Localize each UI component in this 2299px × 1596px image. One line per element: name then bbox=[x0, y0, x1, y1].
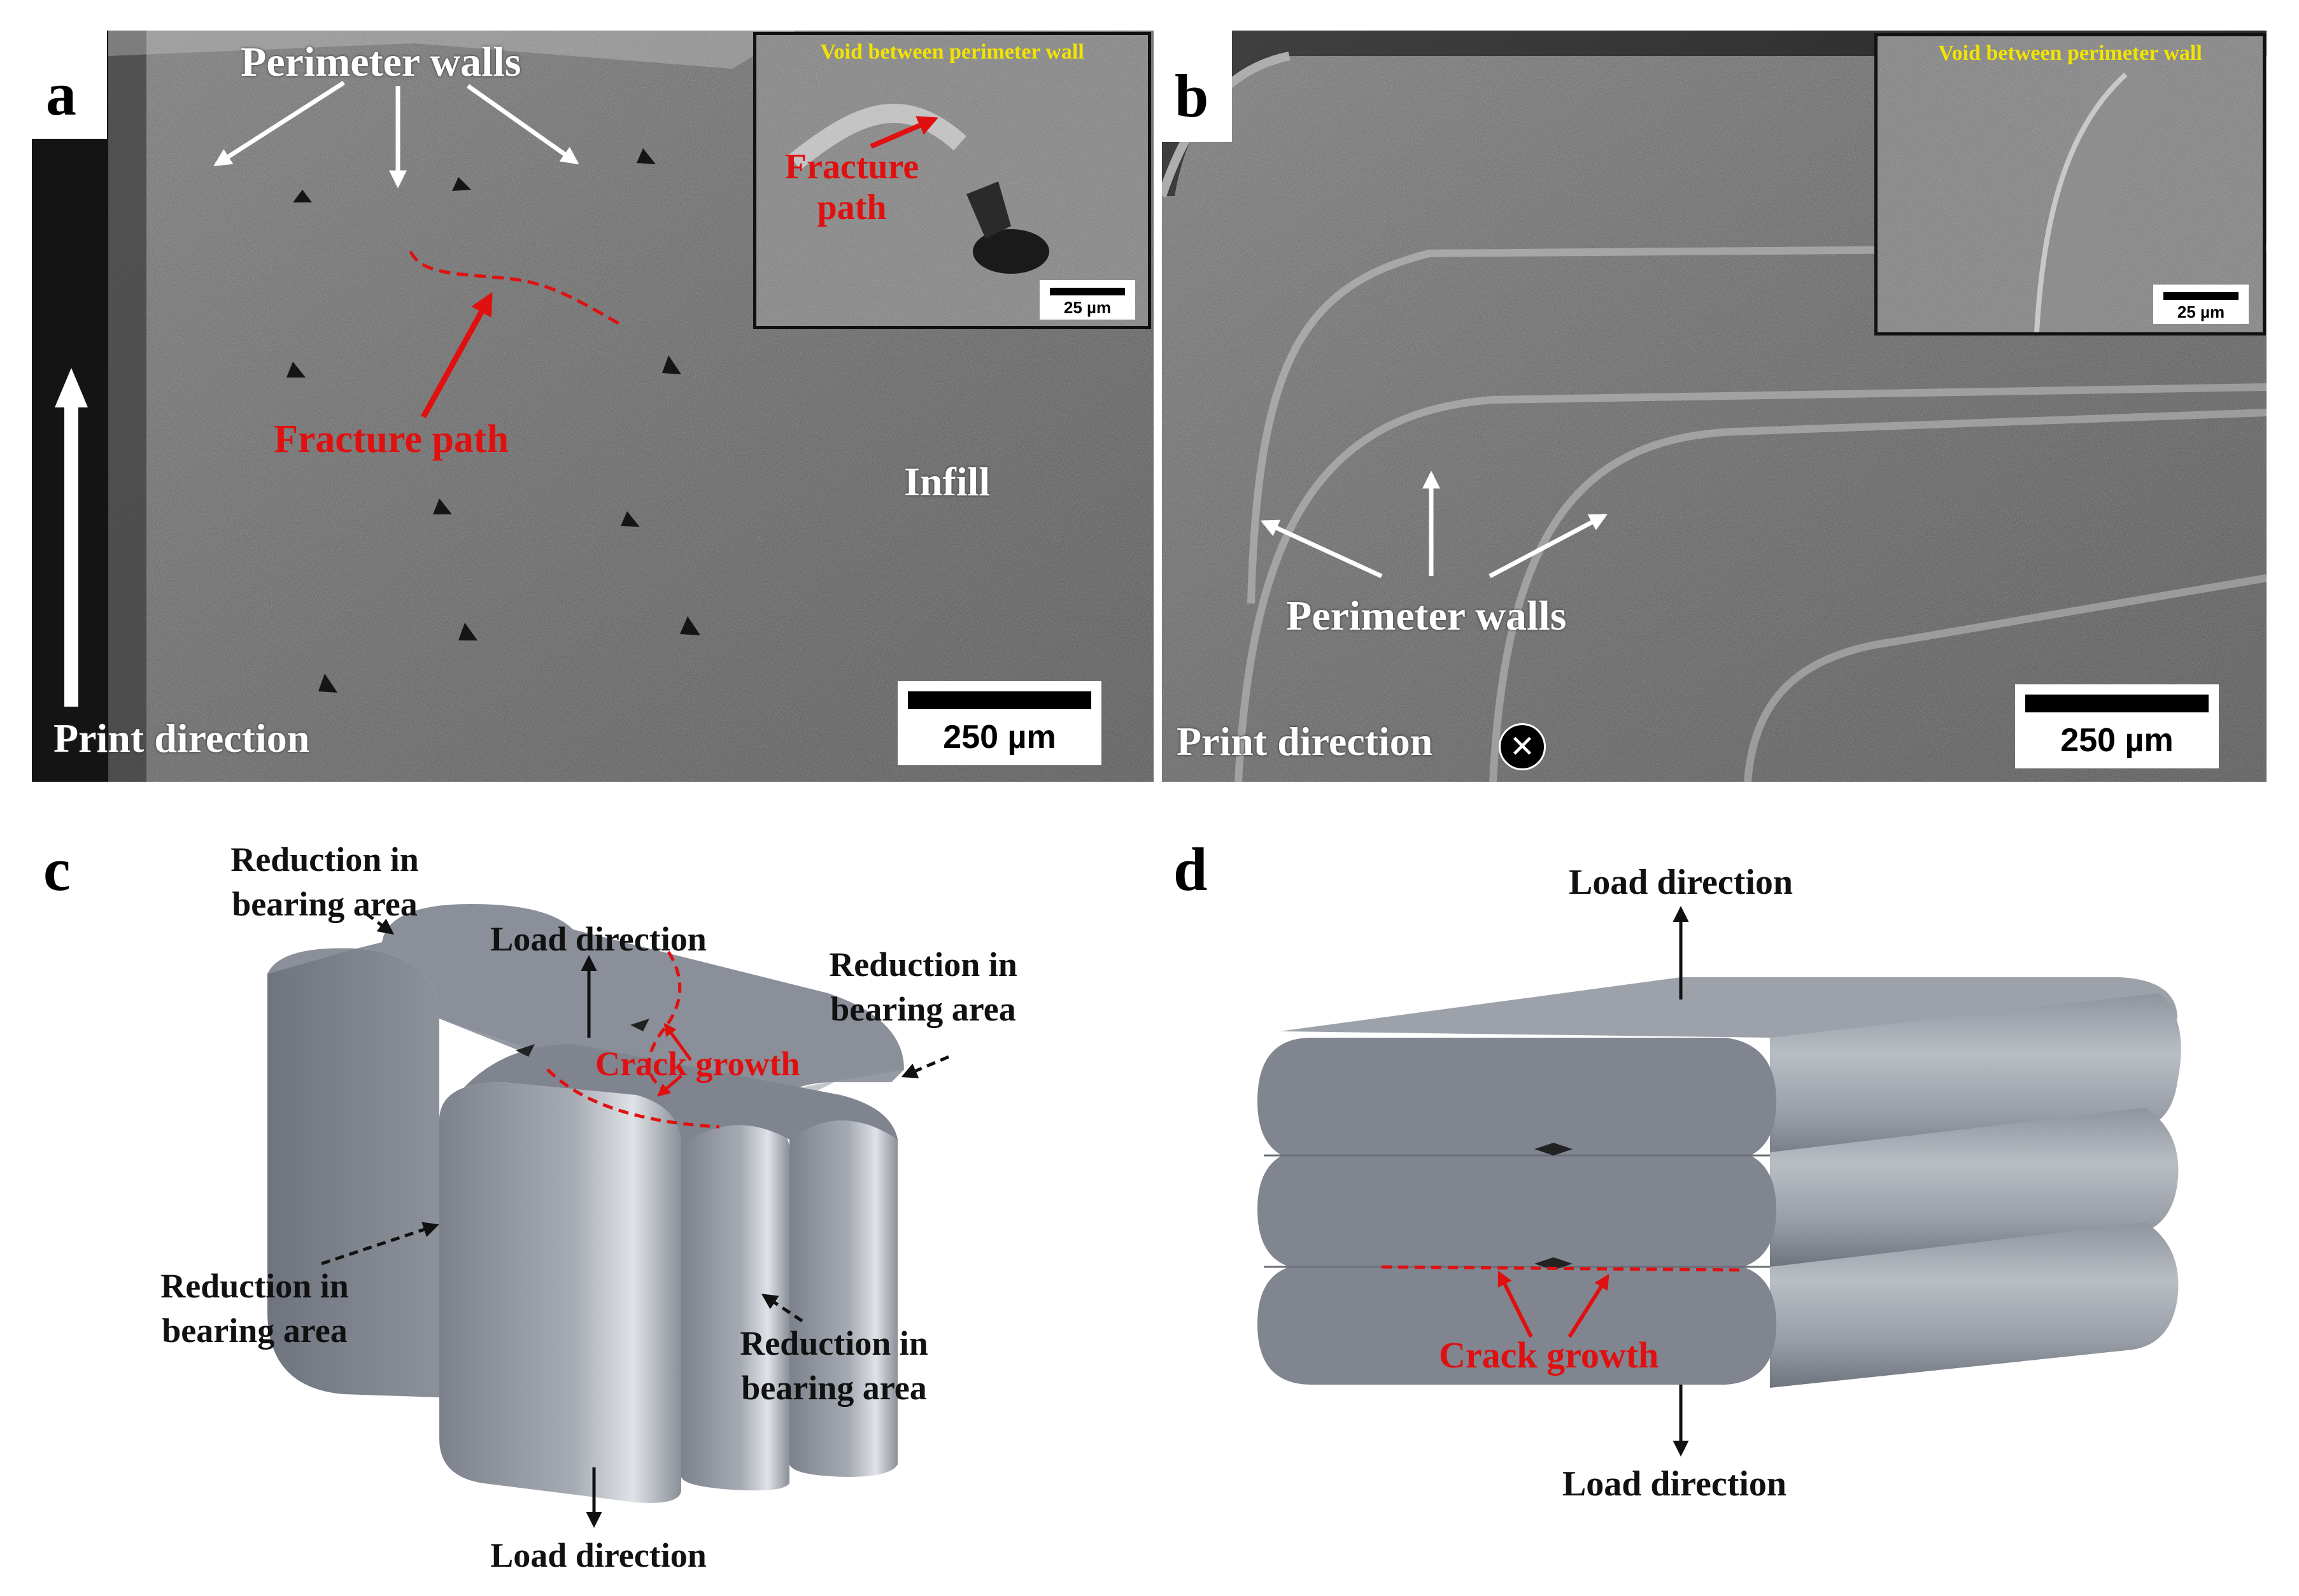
panel-a-perimeter-label: Perimeter walls bbox=[241, 39, 521, 85]
panel-b-letter-box bbox=[1162, 31, 1232, 142]
inset-scale-line bbox=[2163, 292, 2239, 300]
panel-c-crack-growth: Crack growth bbox=[595, 1045, 800, 1083]
panel-c-reduction-top-left: Reduction in bearing area bbox=[230, 840, 419, 924]
panel-a-inset-texture bbox=[756, 35, 1148, 326]
panel-b-into-page-icon: ✕ bbox=[1499, 723, 1546, 770]
panel-c-reduction-bottom-right: Reduction in bearing area bbox=[740, 1324, 928, 1408]
panel-c-reduction-top-right: Reduction in bearing area bbox=[829, 945, 1017, 1029]
panel-b-print-direction: Print direction bbox=[1177, 719, 1433, 764]
panel-c-load-top: Load direction bbox=[490, 920, 707, 958]
panel-b-inset-scale: 25 µm bbox=[2153, 285, 2249, 324]
panel-a-fracture-label: Fracture path bbox=[274, 418, 509, 461]
panel-d-load-top: Load direction bbox=[1568, 863, 1793, 902]
panel-c-load-bottom: Load direction bbox=[490, 1536, 707, 1574]
panel-b-inset: Void between perimeter wall 25 µm bbox=[1874, 33, 2266, 335]
panel-a-inset-fracture-label: Fracture path bbox=[784, 147, 919, 228]
panel-a-infill-label: Infill bbox=[904, 459, 991, 504]
panel-d-crack-growth: Crack growth bbox=[1439, 1334, 1659, 1376]
panel-a-scale-bar: 250 µm bbox=[898, 681, 1101, 765]
panel-a-inset-title: Void between perimeter wall bbox=[820, 40, 1084, 64]
panel-b-texture bbox=[1162, 31, 2267, 782]
scale-bar-line bbox=[2025, 695, 2209, 712]
panel-a-inset-arrow bbox=[870, 116, 938, 149]
panel-b-inset-texture bbox=[1878, 36, 2263, 332]
panel-d-letter: d bbox=[1173, 835, 1208, 903]
panel-b-sem-image bbox=[1162, 31, 2267, 782]
scale-bar-line bbox=[908, 691, 1091, 709]
scale-bar-label: 250 µm bbox=[2060, 722, 2174, 759]
panel-c-letter: c bbox=[43, 835, 71, 903]
panel-a-print-direction: Print direction bbox=[53, 716, 310, 761]
panel-d-load-bottom: Load direction bbox=[1562, 1464, 1787, 1504]
panel-a-inset: Void between perimeter wall Fracture pat… bbox=[753, 32, 1151, 329]
inset-scale-line bbox=[1050, 288, 1125, 295]
panel-a-letter-box bbox=[32, 31, 107, 139]
panel-c-reduction-left: Reduction in bearing area bbox=[160, 1267, 349, 1350]
scale-bar-label: 250 µm bbox=[943, 719, 1056, 756]
inset-scale-label: 25 µm bbox=[2177, 302, 2225, 321]
panel-b-perimeter-label: Perimeter walls bbox=[1286, 593, 1567, 639]
panel-a-letter: a bbox=[46, 60, 76, 128]
panel-b-letter: b bbox=[1175, 62, 1209, 130]
panel-a-inset-scale: 25 µm bbox=[1040, 280, 1135, 320]
panel-b-scale-bar: 250 µm bbox=[2015, 684, 2219, 768]
panel-b-inset-title: Void between perimeter wall bbox=[1938, 41, 2202, 65]
inset-scale-label: 25 µm bbox=[1063, 298, 1112, 317]
